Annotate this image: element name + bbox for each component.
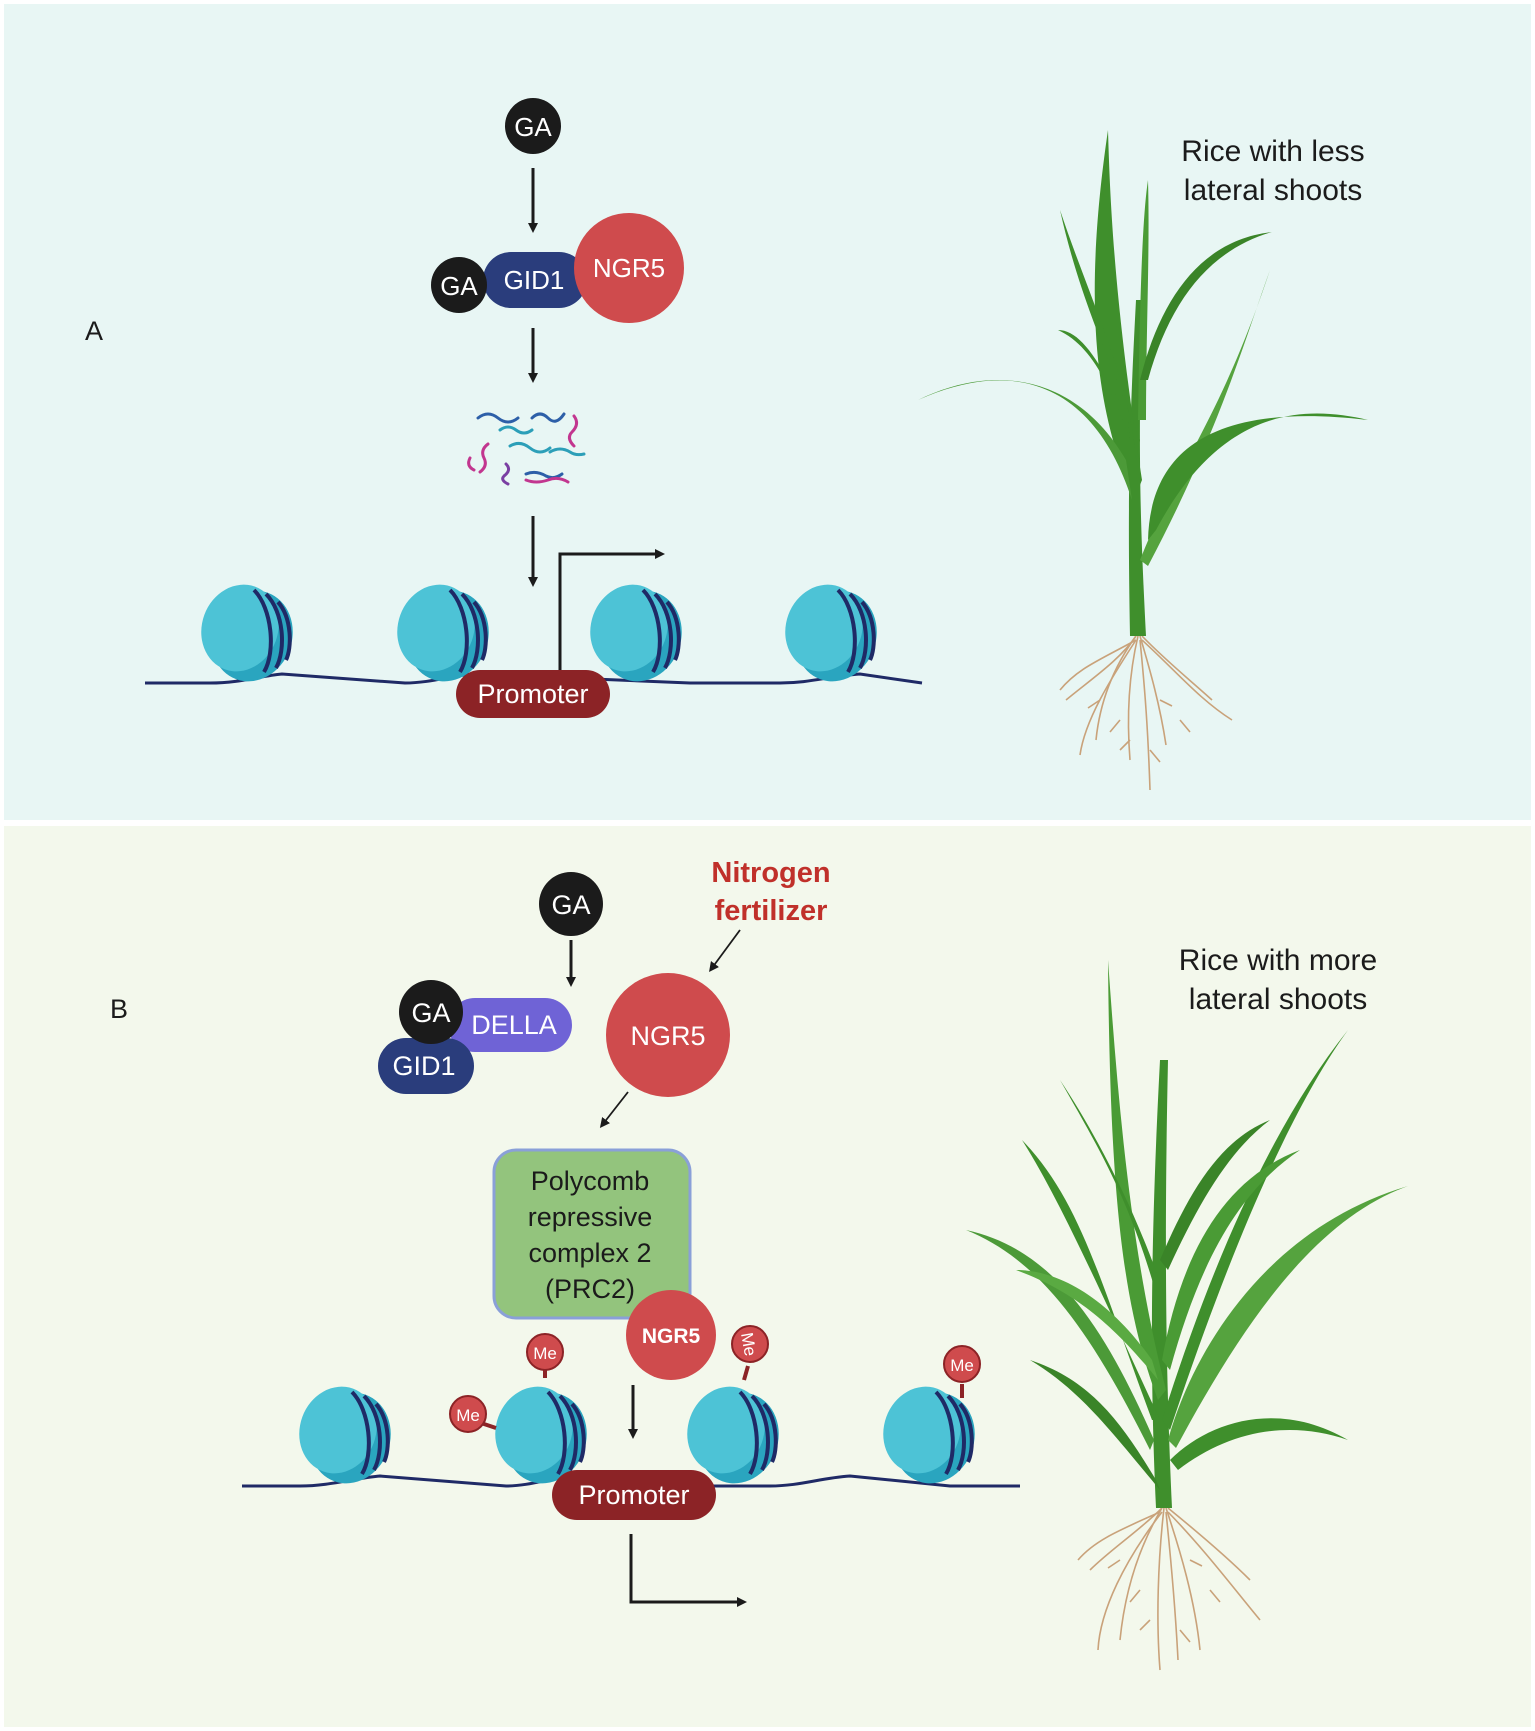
methylation-mark: Me	[526, 1333, 564, 1378]
ga-bound-label: GA	[440, 271, 478, 301]
me-label: Me	[456, 1406, 480, 1425]
panel-b-label: B	[110, 994, 128, 1024]
me-label: Me	[737, 1331, 760, 1358]
ga-molecule	[539, 872, 603, 936]
panel-a: A GA GID1 GA NGR5	[4, 4, 1531, 820]
promoter-label: Promoter	[477, 679, 588, 709]
methylation-mark: Me	[731, 1325, 769, 1381]
ngr5-bound-protein	[626, 1290, 716, 1380]
plant-caption-line2: lateral shoots	[1184, 174, 1362, 207]
degraded-ngr5-fragments	[467, 412, 586, 486]
ga-della-gid1-complex: DELLA GID1 GA	[378, 980, 572, 1094]
panel-a-label: A	[85, 316, 103, 346]
rice-roots	[1077, 1507, 1261, 1671]
rice-plant-more-shoots: Rice with more lateral shoots	[966, 944, 1408, 1671]
prc2-label-line3: complex 2	[528, 1238, 651, 1268]
promoter	[552, 1470, 716, 1520]
me-label: Me	[533, 1344, 557, 1363]
prc2-label-line4: (PRC2)	[545, 1274, 635, 1304]
prc2-label-line2: repressive	[528, 1202, 653, 1232]
promoter-label: Promoter	[578, 1480, 689, 1510]
transcription-start-arrow	[629, 1534, 747, 1607]
ga-bound-molecule	[431, 257, 487, 313]
rice-roots	[1059, 635, 1233, 791]
prc2-box	[492, 1148, 692, 1320]
arrow-ngr5-to-prc2	[599, 1091, 629, 1128]
ga-label: GA	[514, 112, 552, 142]
ngr5-protein	[606, 973, 730, 1097]
della-protein	[448, 998, 572, 1052]
plant-caption-line1: Rice with more	[1179, 944, 1377, 977]
rice-leaves	[966, 960, 1408, 1508]
gid1-protein	[378, 1038, 474, 1094]
promoter	[456, 670, 610, 718]
della-label: DELLA	[471, 1010, 557, 1040]
methylation-mark: Me	[943, 1345, 981, 1398]
ngr5-label: NGR5	[630, 1021, 705, 1051]
ngr5-protein	[574, 213, 684, 323]
rice-plant-less-shoots: Rice with less lateral shoots	[918, 130, 1368, 791]
ngr5-bound-label: NGR5	[642, 1325, 701, 1348]
methylation-mark: Me	[449, 1395, 497, 1433]
rice-leaves	[918, 130, 1368, 636]
prc2-label-line1: Polycomb	[531, 1166, 650, 1196]
panel-b: B GA Nitrogen fertilizer DELLA GID1 GA N…	[4, 826, 1531, 1727]
plant-caption-line2: lateral shoots	[1189, 983, 1367, 1016]
me-label: Me	[950, 1356, 974, 1375]
ga-bound-molecule	[399, 980, 463, 1044]
transcription-start-arrow	[558, 549, 665, 672]
ga-gid1-ngr5-complex: GID1 GA NGR5	[431, 213, 684, 323]
gid1-protein	[483, 252, 587, 308]
prc2-complex: Polycomb repressive complex 2 (PRC2) NGR…	[492, 1148, 716, 1380]
ga-molecule	[505, 98, 561, 154]
ga-bound-label: GA	[411, 998, 450, 1028]
arrow-nitrogen-to-ngr5	[709, 929, 741, 973]
gid1-label: GID1	[504, 265, 565, 295]
ngr5-label: NGR5	[593, 253, 665, 283]
gid1-label: GID1	[392, 1051, 455, 1081]
nitrogen-label-line2: fertilizer	[715, 895, 828, 927]
ga-label: GA	[551, 890, 590, 920]
plant-caption-line1: Rice with less	[1181, 135, 1364, 168]
panel-a-background	[4, 4, 1531, 820]
nitrogen-label-line1: Nitrogen	[711, 857, 830, 889]
